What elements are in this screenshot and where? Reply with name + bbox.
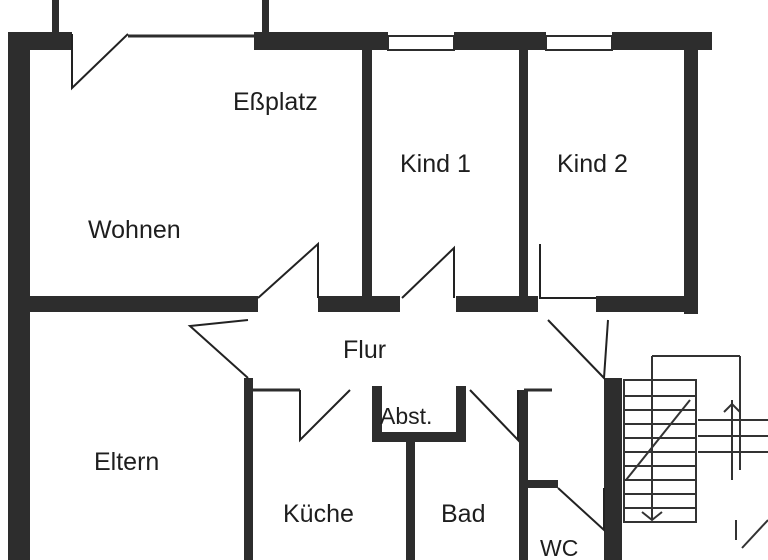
window-kind2 (545, 35, 613, 51)
room-label-wc: WC (540, 535, 578, 560)
hall-wall-a (30, 296, 258, 312)
room-label-wohnen: Wohnen (88, 216, 181, 244)
wall-bad-wc (519, 390, 528, 560)
door-kind2 (539, 244, 596, 299)
door-stair (547, 319, 609, 381)
wall-essplatz-kind1 (362, 50, 372, 300)
door-wohnen (257, 241, 319, 299)
door-entrance (71, 33, 129, 91)
door-wc (557, 487, 605, 533)
room-label-bad: Bad (441, 500, 485, 528)
room-label-kind1: Kind 1 (400, 150, 471, 178)
room-label-essplatz: Eßplatz (233, 88, 318, 116)
room-label-eltern: Eltern (94, 448, 159, 476)
stairwell (623, 355, 768, 549)
wall-eltern-kueche (244, 378, 253, 560)
door-kueche (299, 389, 351, 443)
wall-abst-right (456, 386, 466, 438)
wall-abst-top (372, 386, 382, 438)
door-eltern (187, 319, 249, 379)
outer-wall-left (8, 32, 30, 560)
outer-wall-top-c (454, 32, 546, 50)
hall-wall-b (318, 296, 400, 312)
wall-kueche-bad (406, 438, 415, 560)
door-bad (469, 389, 519, 443)
door-kind1 (401, 245, 455, 299)
room-label-kind2: Kind 2 (557, 150, 628, 178)
window-kind1 (387, 35, 455, 51)
wall-kind1-kind2 (519, 50, 528, 300)
room-label-abst: Abst. (380, 403, 432, 429)
wall-wc-top (528, 480, 558, 488)
wall-stairwell (604, 378, 622, 560)
room-label-kueche: Küche (283, 500, 354, 528)
room-label-flur: Flur (343, 336, 386, 364)
wall-stub-left (52, 0, 59, 32)
outer-wall-top-b (254, 32, 388, 50)
outer-wall-right (684, 32, 698, 314)
hall-wall-c (456, 296, 538, 312)
hall-wall-d (596, 296, 698, 312)
wall-abst-bottom (372, 432, 466, 442)
wall-stub-right (262, 0, 269, 32)
